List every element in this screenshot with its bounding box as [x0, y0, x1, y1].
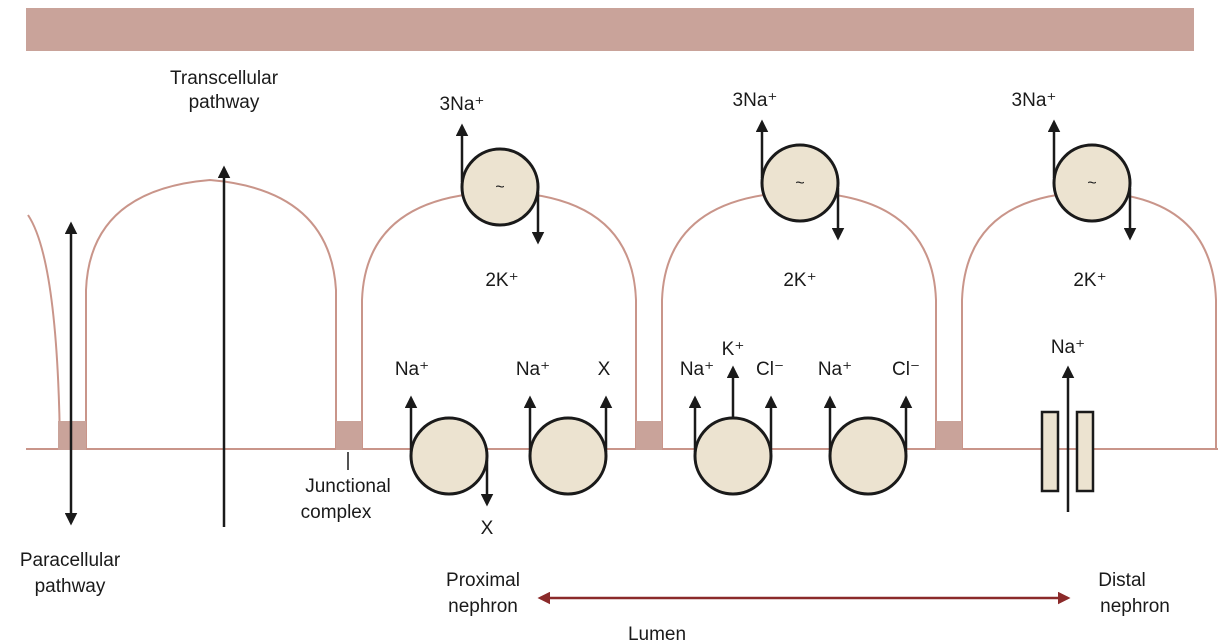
proximal-label-1: Proximal [446, 570, 520, 591]
cell-1 [85, 178, 337, 449]
ion-x-2: X [598, 359, 611, 380]
cell-partial-left [27, 214, 61, 450]
ion-x-1: X [481, 518, 494, 539]
paracellular-label-2: pathway [35, 576, 106, 597]
na-k-2cl-cotransporter [688, 365, 778, 496]
distal-label-2: nephron [1100, 596, 1170, 617]
ion-2k-1: 2K⁺ [485, 270, 518, 291]
junction-3 [636, 421, 662, 450]
pump-symbol: ~ [1087, 175, 1096, 192]
pump-symbol: ~ [495, 179, 504, 196]
ion-cl-3: Cl⁻ [756, 359, 784, 380]
ion-3na-3: 3Na⁺ [1012, 90, 1057, 111]
ion-na-4: Na⁺ [818, 359, 852, 380]
na-channel [1040, 365, 1095, 512]
cell-4 [961, 190, 1217, 449]
ion-na-1: Na⁺ [395, 359, 429, 380]
ion-na-2: Na⁺ [516, 359, 550, 380]
transcellular-label-2: pathway [189, 92, 260, 113]
na-k-pump-2: ~ [755, 119, 845, 241]
ion-cl-4: Cl⁻ [892, 359, 920, 380]
na-k-pump-3: ~ [1047, 119, 1137, 241]
lumen-label: Lumen [628, 624, 686, 644]
ion-na-3: Na⁺ [680, 359, 714, 380]
cell-3 [661, 190, 937, 449]
na-k-pump-1: ~ [455, 123, 545, 245]
ion-2k-2: 2K⁺ [783, 270, 816, 291]
junction-2 [336, 421, 362, 450]
na-x-symporter [523, 395, 613, 496]
ion-na-5: Na⁺ [1051, 337, 1085, 358]
ion-k-3: K⁺ [722, 339, 745, 360]
junctional-label-1: Junctional [305, 476, 391, 497]
cell-2 [361, 190, 637, 449]
paracellular-label-1: Paracellular [20, 550, 121, 571]
ion-2k-3: 2K⁺ [1073, 270, 1106, 291]
ion-3na-2: 3Na⁺ [733, 90, 778, 111]
junctional-label-2: complex [301, 502, 372, 523]
na-x-antiporter [404, 395, 494, 507]
pump-symbol: ~ [795, 175, 804, 192]
ion-3na-1: 3Na⁺ [440, 94, 485, 115]
proximal-label-2: nephron [448, 596, 518, 617]
na-cl-cotransporter [823, 395, 913, 496]
transcellular-label-1: Transcellular [170, 68, 279, 89]
basement-membrane [26, 8, 1194, 51]
junction-4 [936, 421, 962, 450]
distal-label-1: Distal [1098, 570, 1146, 591]
